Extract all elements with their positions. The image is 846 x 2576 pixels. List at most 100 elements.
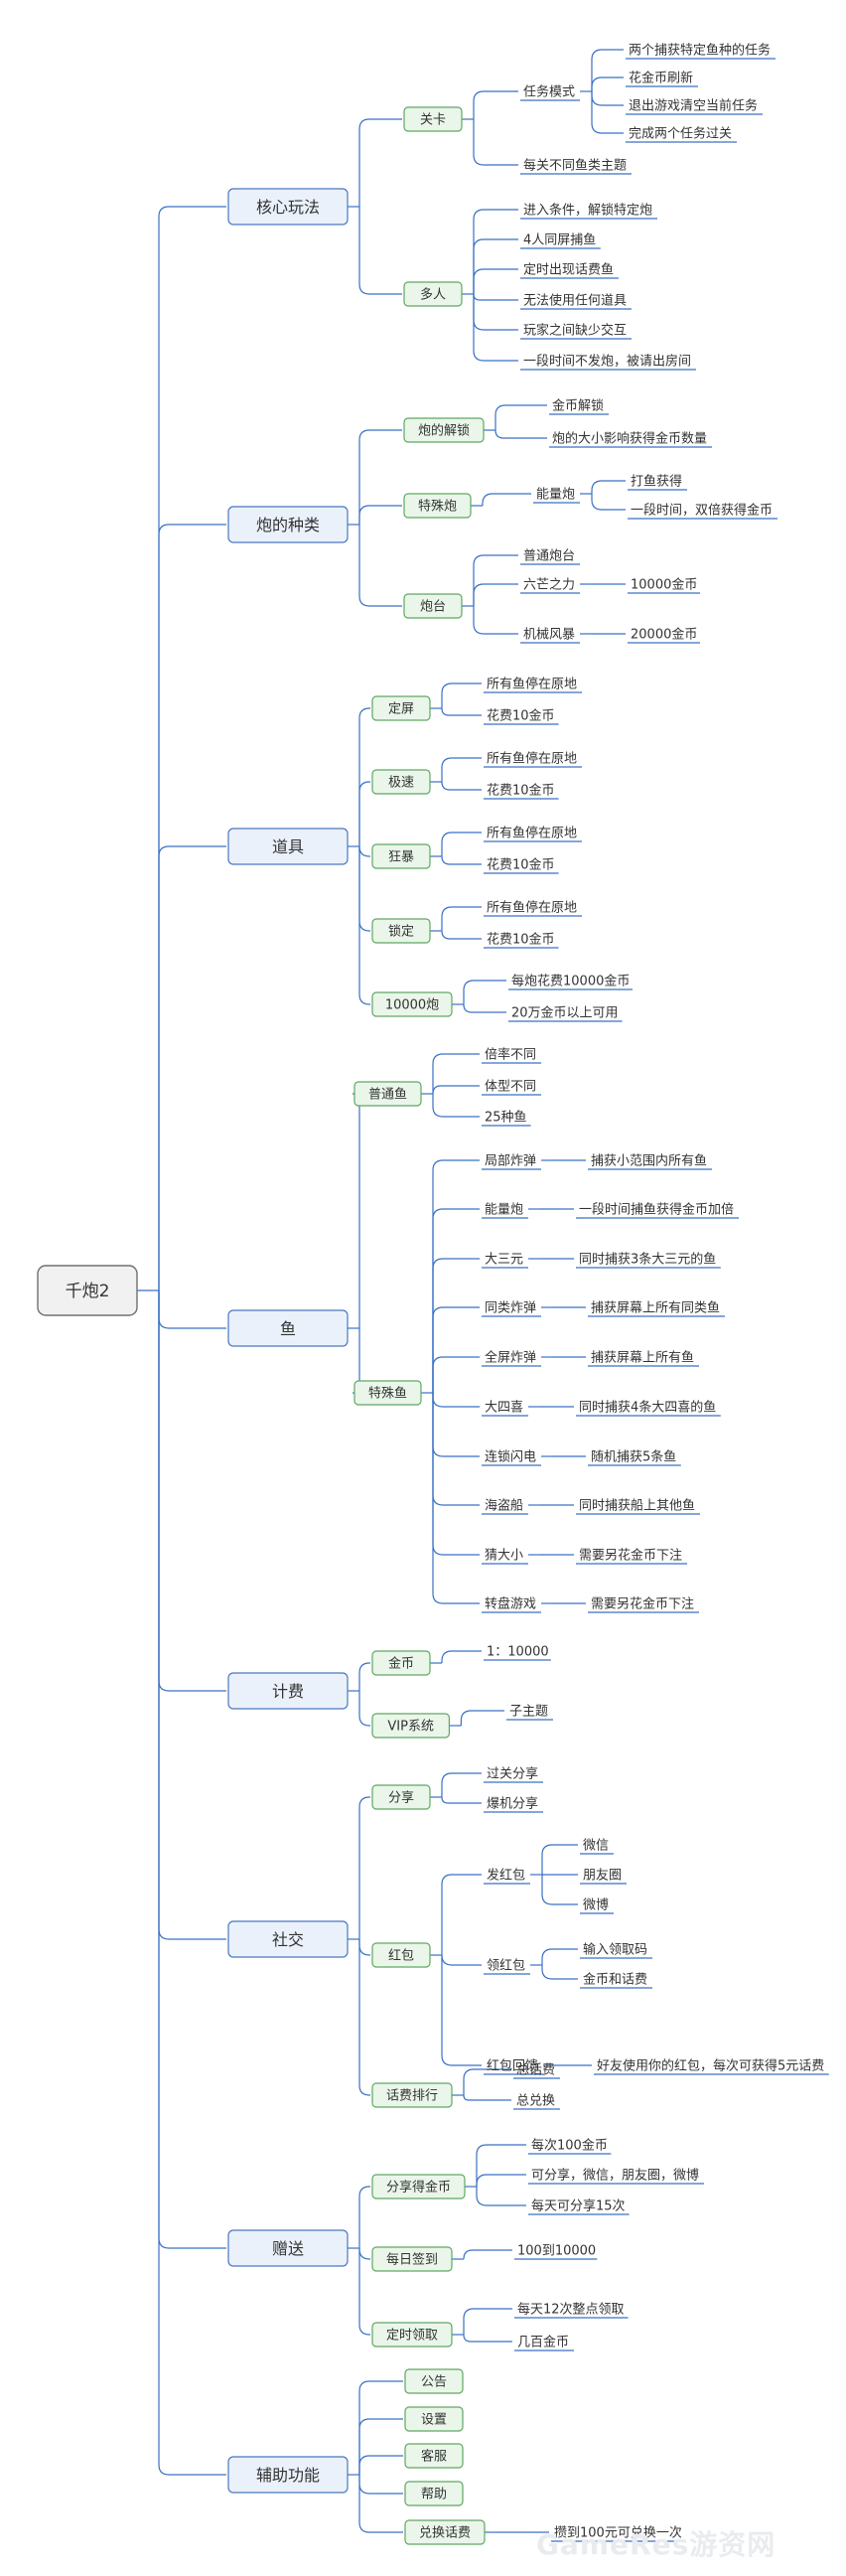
subtopic-node: 100到10000 (517, 2244, 596, 2259)
connector-line (432, 1393, 480, 1457)
leaf-node: 随机捕获5条鱼 (591, 1449, 676, 1465)
node-box (403, 106, 463, 132)
connector-line (358, 2248, 370, 2260)
node-label: 局部炸弹 (485, 1154, 536, 1169)
subtopic-node: 全屏炸弹 (485, 1350, 536, 1366)
leaf-node: 输入领取码 (583, 1942, 647, 1958)
connector-line (441, 832, 482, 856)
connector-line (432, 1356, 480, 1393)
node-label: 花费10金币 (487, 932, 555, 948)
connector-line (463, 980, 506, 1004)
subtopic-node: 连锁闪电 (485, 1449, 536, 1465)
subtopic-node: 每炮花费10000金币 (511, 974, 630, 989)
connector-line (473, 268, 518, 294)
node-label: 能量炮 (536, 488, 575, 503)
leaf-node: 好友使用你的红包，每次可获得5元话费 (597, 2058, 824, 2074)
branch-node: 辅助功能 (227, 2456, 349, 2494)
connector-line (473, 554, 518, 606)
node-label: 一段时间捕鱼获得金币加倍 (579, 1202, 734, 1218)
connector-line (358, 118, 402, 207)
subtopic-node: 所有鱼停在原地 (487, 900, 577, 916)
node-box (404, 2481, 464, 2506)
connector-line (358, 707, 370, 846)
node-box (371, 918, 431, 944)
node-label: 爆机分享 (487, 1796, 538, 1812)
node-box (227, 506, 349, 543)
node-box (353, 1380, 422, 1406)
node-label: 帮助 (421, 2488, 447, 2502)
node-box (371, 695, 431, 721)
node-label: 兑换话费 (419, 2526, 471, 2541)
node-label: 领红包 (487, 1958, 525, 1974)
connector-line (352, 1086, 360, 1328)
connector-line (463, 2334, 512, 2343)
node-label: 发红包 (487, 1868, 525, 1884)
node-label: 转盘游戏 (485, 1596, 536, 1612)
node-label: 退出游戏清空当前任务 (629, 98, 758, 114)
connector-line (441, 1954, 482, 1966)
node-label: 倍率不同 (485, 1047, 536, 1063)
node-box (227, 1309, 349, 1347)
topic-node: 每日签到 (371, 2246, 453, 2272)
subtopic-node: 花费10金币 (487, 708, 555, 724)
subtopic-node: 六芒之力 (523, 577, 575, 593)
subtopic-node: 玩家之间缺少交互 (523, 323, 627, 339)
connector-line (158, 845, 226, 1290)
node-label: 花费10金币 (487, 783, 555, 799)
node-label: 客服 (421, 2449, 447, 2465)
subtopic-node: 所有鱼停在原地 (487, 751, 577, 767)
topic-node: 特殊炮 (403, 493, 472, 519)
leaf-node: 打鱼获得 (631, 474, 682, 490)
connector-line (441, 781, 482, 791)
node-box (371, 2174, 466, 2199)
topic-node: 金币 (371, 1650, 431, 1676)
connector-line (432, 1393, 480, 1506)
node-label: 每日签到 (386, 2252, 438, 2268)
connector-line (476, 2174, 526, 2187)
node-label: 1：10000 (487, 1645, 549, 1660)
connector-line (591, 480, 626, 494)
node-label: 关卡 (420, 113, 446, 128)
node-label: 六芒之力 (523, 577, 575, 593)
subtopic-node: 几百金币 (517, 2335, 569, 2350)
node-label: 所有鱼停在原地 (487, 900, 577, 916)
topic-node: 红包 (371, 1942, 431, 1968)
connector-line (358, 846, 370, 1005)
leaf-node: 需要另花金币下注 (579, 1548, 682, 1564)
subtopic-node: 花费10金币 (487, 932, 555, 948)
node-box (227, 1920, 349, 1958)
node-label: 狂暴 (388, 850, 414, 865)
connector-line (473, 119, 518, 166)
node-label: 20000金币 (631, 627, 697, 643)
connector-line (358, 525, 402, 607)
connector-line (158, 1290, 226, 2476)
node-label: 社交 (272, 1930, 304, 1949)
subtopic-node: 25种鱼 (485, 1110, 527, 1126)
subtopic-node: 每天可分享15次 (531, 2198, 626, 2214)
connector-line (494, 429, 547, 439)
connector-line (358, 2248, 370, 2336)
connector-line (358, 2380, 403, 2475)
subtopic-node: 普通炮台 (523, 549, 575, 564)
node-label: 随机捕获5条鱼 (591, 1449, 676, 1465)
node-label: 大四喜 (485, 1401, 523, 1416)
connector-line (591, 494, 626, 511)
node-label: 10000炮 (385, 998, 439, 1013)
connector-line (358, 1691, 370, 1727)
connector-line (541, 1948, 578, 1965)
node-label: 核心玩法 (256, 198, 320, 217)
node-box (227, 828, 349, 865)
node-label: 同时捕获3条大三元的鱼 (579, 1252, 716, 1268)
connector-line (541, 1844, 578, 1875)
node-label: 进入条件，解锁特定炮 (523, 203, 652, 219)
topic-node: 炮台 (403, 593, 463, 619)
topic-node: 普通鱼 (353, 1081, 422, 1107)
connector-line (541, 1965, 578, 1980)
subtopic-node: 花费10金币 (487, 783, 555, 799)
connector-line (473, 90, 518, 119)
connector-line (358, 1662, 370, 1691)
leaf-node: 朋友圈 (583, 1868, 622, 1884)
connector-line (358, 2418, 403, 2475)
connector-line (441, 707, 482, 716)
